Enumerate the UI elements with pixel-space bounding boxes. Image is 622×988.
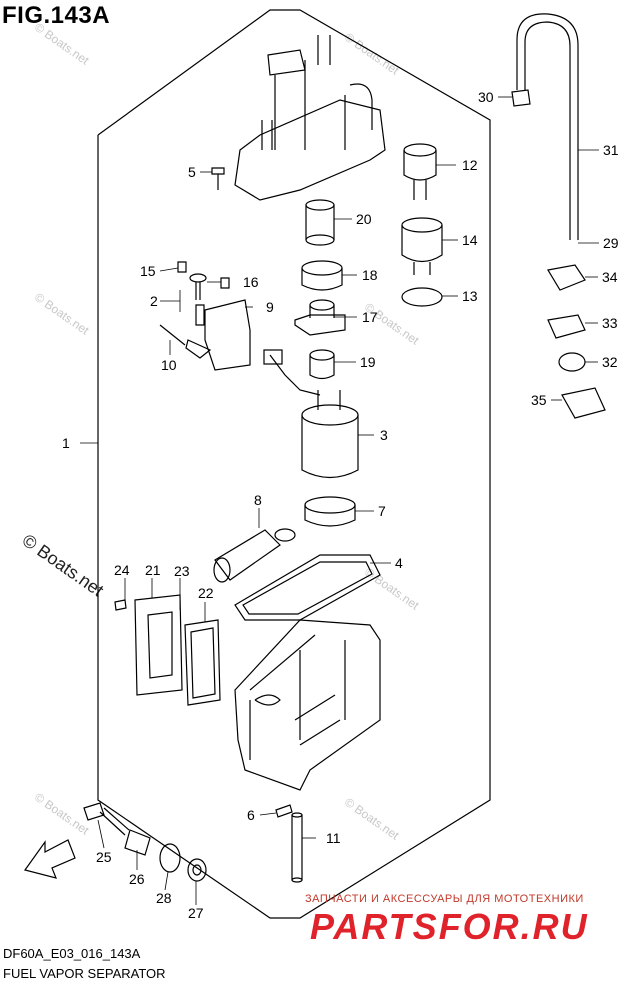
- part-7-drawing: [304, 496, 356, 527]
- callout-22: 22: [198, 585, 214, 601]
- callout-34: 34: [602, 269, 618, 285]
- callout-26: 26: [129, 871, 145, 887]
- callout-5: 5: [188, 164, 196, 180]
- part-5-screw: [211, 167, 225, 190]
- callout-17: 17: [362, 309, 378, 325]
- parts-25-28-drawing: [83, 802, 207, 882]
- callout-6: 6: [247, 807, 255, 823]
- part-10-pin: [159, 324, 186, 346]
- callout-28: 28: [156, 890, 172, 906]
- part-24-bolt: [114, 599, 127, 611]
- callout-9: 9: [266, 299, 274, 315]
- callout-35: 35: [531, 392, 547, 408]
- part-18-drawing: [301, 260, 343, 291]
- part-13-o-ring: [401, 287, 443, 307]
- callout-31: 31: [603, 142, 619, 158]
- callout-32: 32: [602, 354, 618, 370]
- callout-15: 15: [140, 263, 156, 279]
- separator-body-drawing: [234, 619, 381, 791]
- brand-tagline: ЗАПЧАСТИ И АКСЕССУАРЫ ДЛЯ МОТОТЕХНИКИ: [305, 893, 584, 905]
- part-31-hose: [516, 13, 579, 240]
- top-cover-drawing: [234, 35, 386, 201]
- parts-21-22-23-drawing: [134, 594, 221, 706]
- part-8-drawing: [213, 528, 296, 583]
- callout-23: 23: [174, 563, 190, 579]
- part-30-clamp: [511, 89, 531, 107]
- figure-title: FIG.143A: [2, 2, 111, 29]
- callout-14: 14: [462, 232, 478, 248]
- part-19-drawing: [309, 349, 335, 380]
- callout-30: 30: [478, 89, 494, 105]
- part-11-tube: [291, 812, 303, 883]
- callout-13: 13: [462, 288, 478, 304]
- callout-21: 21: [145, 562, 161, 578]
- part-4-gasket: [234, 554, 381, 621]
- callout-4: 4: [395, 555, 403, 571]
- part-12-drawing: [403, 143, 437, 200]
- fwd-arrow: [24, 839, 76, 879]
- callout-29: 29: [603, 235, 619, 251]
- brand-logo: PARTSFOR.RU: [310, 906, 589, 947]
- figure-code: DF60A_E03_016_143A: [3, 946, 141, 961]
- callout-12: 12: [462, 157, 478, 173]
- callout-3: 3: [380, 427, 388, 443]
- part-17-drawing: [294, 299, 346, 336]
- callout-10: 10: [161, 357, 177, 373]
- callout-11: 11: [326, 830, 341, 846]
- part-3-fuel-pump-drawing: [263, 349, 359, 479]
- callout-8: 8: [254, 492, 262, 508]
- assembly-outline: [97, 9, 491, 919]
- part-14-drawing: [401, 217, 443, 275]
- callout-20: 20: [356, 211, 372, 227]
- callout-2: 2: [150, 293, 158, 309]
- callout-25: 25: [96, 849, 112, 865]
- part-20-drawing: [305, 199, 335, 246]
- callout-7: 7: [378, 503, 386, 519]
- callout-labels: 1 2 3 4 5 6 7 8 9 10 11 12 13 14 15 16 1…: [37, 89, 619, 921]
- callout-33: 33: [602, 315, 618, 331]
- part-9-drawing: [185, 299, 251, 371]
- callout-27: 27: [188, 905, 204, 921]
- callout-16: 16: [243, 274, 259, 290]
- callout-1: 1: [62, 435, 70, 451]
- callout-24: 24: [114, 562, 130, 578]
- part-6-screw: [275, 804, 293, 818]
- parts-32-35-drawing: [547, 264, 606, 419]
- fwd-label: FWD: [37, 851, 62, 871]
- parts-2-15-16-drawing: [177, 261, 230, 326]
- callout-19: 19: [360, 354, 376, 370]
- leader-lines: [80, 96, 599, 905]
- figure-description: FUEL VAPOR SEPARATOR: [3, 966, 166, 981]
- callout-18: 18: [362, 267, 378, 283]
